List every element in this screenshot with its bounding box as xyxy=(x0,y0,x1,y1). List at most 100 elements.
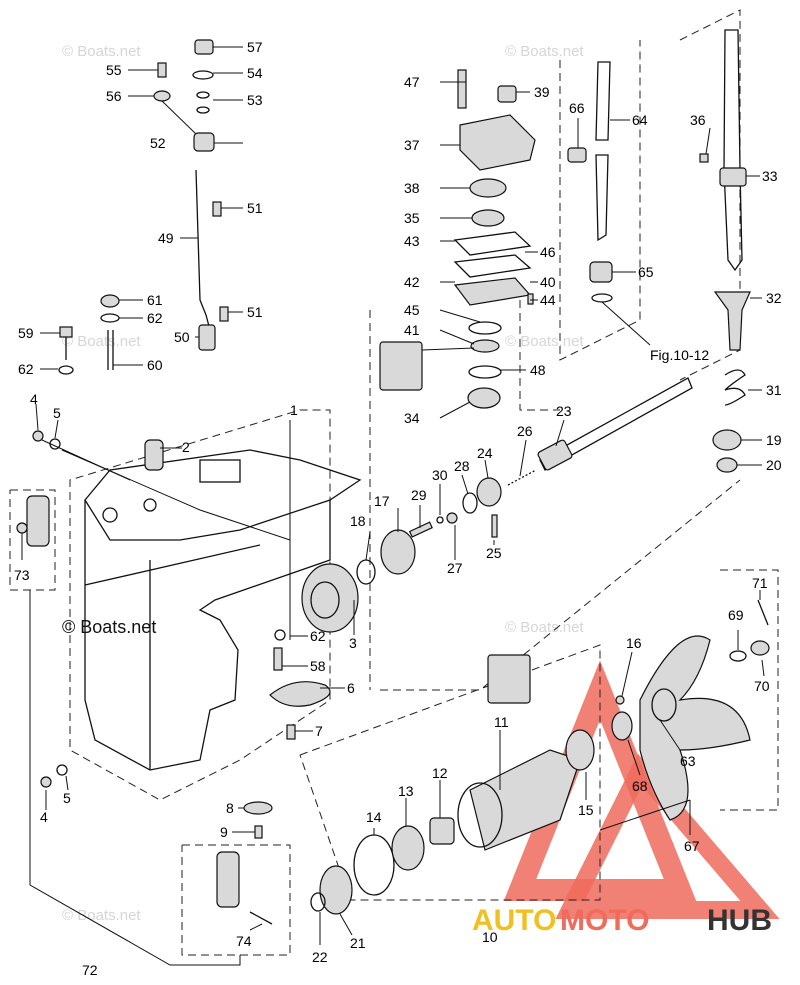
pump-housing-37-shape xyxy=(459,114,536,171)
cotter-pin-71-shape xyxy=(757,599,769,626)
propeller-63-shape xyxy=(639,635,751,821)
callout-7: 7 xyxy=(315,723,323,739)
watermark-text: © Boats.net xyxy=(62,333,141,350)
callout-2: 2 xyxy=(182,439,190,455)
lower-casing xyxy=(84,439,362,771)
grease-symbol-icon xyxy=(379,341,423,391)
callout-18: 18 xyxy=(350,513,366,529)
bearing-34-shape xyxy=(467,387,501,409)
seal-41-shape xyxy=(470,339,500,353)
callout-14: 14 xyxy=(366,809,382,825)
assembly-outlines xyxy=(9,9,779,956)
drive-shaft-collar xyxy=(719,167,747,187)
callout-63: 63 xyxy=(680,753,696,769)
callout-51a: 51 xyxy=(247,200,263,216)
pipe-64-upper xyxy=(595,61,611,141)
callout-4: 4 xyxy=(30,391,38,407)
callout-labels: 1 2 3 4 4 5 5 6 7 8 9 10 11 12 13 14 15 … xyxy=(14,39,782,978)
callout-58: 58 xyxy=(310,658,326,674)
washer-54-shape xyxy=(192,70,214,80)
pin-25-shape xyxy=(491,514,498,538)
bearing-3-shape xyxy=(301,563,359,633)
callout-22: 22 xyxy=(312,949,328,965)
callout-27: 27 xyxy=(447,560,463,576)
grommet-66-shape xyxy=(567,147,587,163)
pin-27-shape xyxy=(446,512,458,524)
callout-17: 17 xyxy=(374,493,390,509)
casing-port xyxy=(199,459,241,483)
shift-rod xyxy=(153,39,229,351)
watermark-text: © Boats.net xyxy=(62,907,141,924)
gasket-40-shape xyxy=(453,277,532,306)
grommet-39-shape xyxy=(497,85,517,103)
water-pump-outline xyxy=(519,300,560,411)
nut-70-shape xyxy=(750,640,770,656)
watermark-text: © Boats.net xyxy=(505,333,584,350)
callout-5: 5 xyxy=(53,405,61,421)
callout-23: 23 xyxy=(556,403,572,419)
oring-shape xyxy=(591,293,613,303)
callout-41: 41 xyxy=(404,322,420,338)
trim-tab-6-shape xyxy=(269,681,331,707)
bolt-4b-shape xyxy=(40,776,52,788)
callout-51b: 51 xyxy=(247,304,263,320)
ring-28-shape xyxy=(462,492,478,514)
callout-62a: 62 xyxy=(147,310,163,326)
bolt-9-shape xyxy=(254,825,263,839)
callout-53: 53 xyxy=(247,92,263,108)
nut-56-shape xyxy=(153,90,171,102)
callout-6: 6 xyxy=(347,680,355,696)
callout-40: 40 xyxy=(540,274,556,290)
callout-61: 61 xyxy=(147,292,163,308)
clutch-24-shape xyxy=(476,477,502,507)
drive-shaft-leader-outline xyxy=(380,479,741,691)
leader-lines xyxy=(21,46,765,966)
callout-24: 24 xyxy=(477,445,493,461)
bolt-73-shape xyxy=(16,522,28,534)
callout-26: 26 xyxy=(517,423,533,439)
casing-hole xyxy=(143,498,157,512)
pipe-outline xyxy=(559,40,641,361)
callout-20: 20 xyxy=(766,457,782,473)
watermark-text: © Boats.net xyxy=(62,43,141,60)
casing-water-line xyxy=(84,544,261,586)
callout-69: 69 xyxy=(728,607,744,623)
callout-16: 16 xyxy=(626,635,642,651)
callout-47: 47 xyxy=(404,74,420,90)
washer-53-shape xyxy=(196,91,210,99)
callout-28: 28 xyxy=(454,458,470,474)
callout-44: 44 xyxy=(540,292,556,308)
shift-rod-shape xyxy=(195,169,211,331)
drive-shaft-33-shape xyxy=(723,29,743,272)
trim-tab-parts xyxy=(40,629,331,839)
callout-19: 19 xyxy=(766,432,782,448)
brand-text-auto: AUTO xyxy=(472,904,556,937)
pin-51b-shape xyxy=(219,306,229,322)
propeller-kit-outline xyxy=(720,569,779,811)
washer-68-shape xyxy=(611,711,633,741)
callout-60: 60 xyxy=(147,357,163,373)
callout-4b: 4 xyxy=(40,809,48,825)
shim-18-shape xyxy=(356,559,376,585)
callout-38: 38 xyxy=(404,180,420,196)
watermark-text-main: © Boats.net xyxy=(62,617,156,637)
callout-70: 70 xyxy=(754,678,770,694)
brand-text-moto: MOTO xyxy=(560,904,649,937)
callout-74: 74 xyxy=(236,933,252,949)
callout-25: 25 xyxy=(486,545,502,561)
bearing-12-shape xyxy=(429,817,455,845)
callout-12: 12 xyxy=(432,765,448,781)
ball-30-shape xyxy=(436,516,444,524)
gasket-43-shape xyxy=(453,231,532,256)
nut-20-shape xyxy=(716,457,738,473)
bolt-58-shape xyxy=(273,647,283,671)
anodes xyxy=(16,495,273,925)
callout-1: 1 xyxy=(290,402,298,418)
insert-38-shape xyxy=(469,178,507,198)
gear-17-shape xyxy=(380,529,416,575)
spring-31-shape xyxy=(724,369,746,406)
callout-71: 71 xyxy=(752,575,768,591)
callout-5b: 5 xyxy=(63,790,71,806)
spring-26-shape xyxy=(507,469,537,486)
